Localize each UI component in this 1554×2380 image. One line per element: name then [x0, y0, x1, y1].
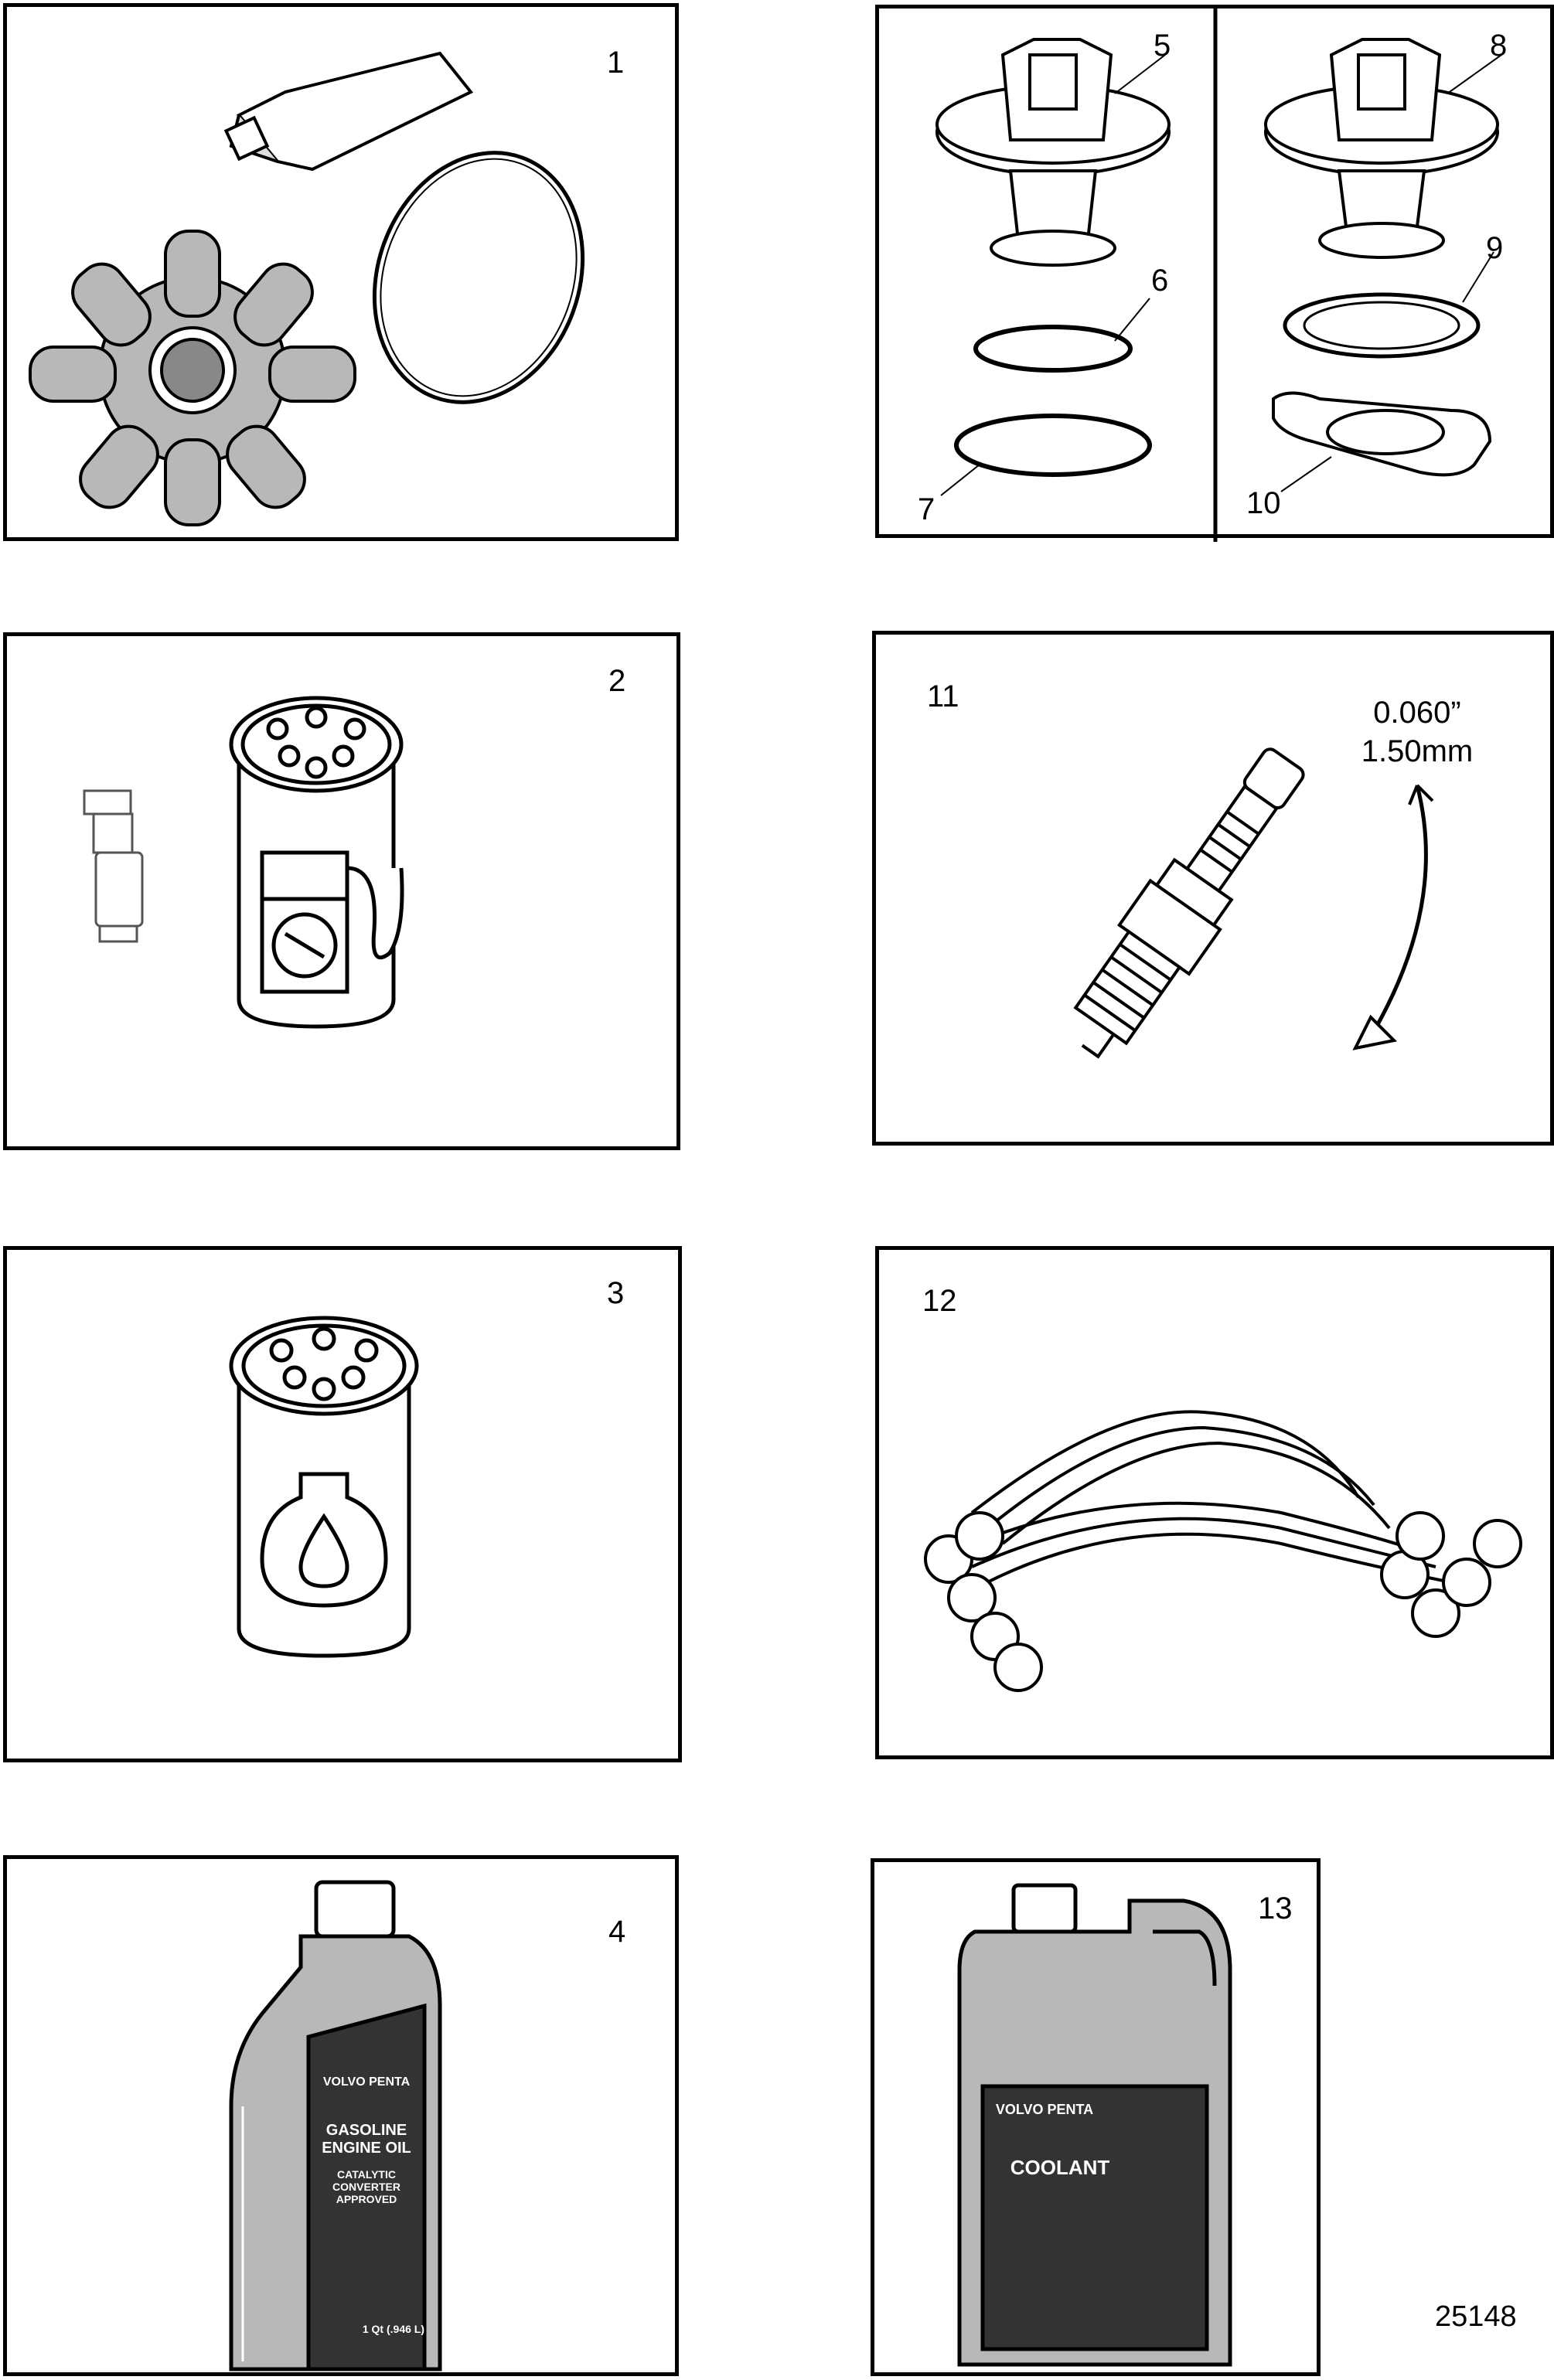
item-number-11: 11 [927, 679, 959, 713]
spark-plug-icon [1073, 747, 1305, 1059]
plug-wires-illustration [924, 1410, 1522, 1692]
engine-oil-bottle-illustration [229, 1880, 442, 2371]
item-number-13: 13 [1258, 1891, 1293, 1925]
gasket-icon [973, 325, 1133, 373]
coolant-jug-illustration [957, 1883, 1232, 2367]
item-number-2: 2 [608, 664, 626, 698]
oil-bottle-icon [229, 1880, 442, 2371]
item-number-1: 1 [607, 46, 625, 80]
thermostat-illustration [935, 9, 1502, 542]
item-number-4: 4 [608, 1915, 626, 1949]
oil-bottle-brand: VOLVO PENTA [322, 2075, 411, 2089]
panel-plug-wires: 12 [875, 1246, 1554, 1759]
figure-reference-number: 25148 [1435, 2300, 1517, 2333]
panel-fuel-filter: 2 [3, 632, 680, 1150]
impeller-icon [29, 230, 356, 526]
oil-bottle-note: CATALYTIC CONVERTER APPROVED [332, 2168, 400, 2205]
panel-spark-plug: 11 0.060” 1.50mm [872, 631, 1554, 1146]
grease-tube-icon [223, 51, 474, 172]
fuel-pump-icon [83, 789, 144, 943]
oil-filter-icon [229, 1316, 419, 1658]
thermostat-icon [935, 38, 1171, 267]
wire-boot-icon [924, 1511, 1522, 1692]
panel-engine-oil: 4 VOLVO PENTA GASOLINE ENGINE OIL CATALY… [3, 1855, 679, 2376]
oil-bottle-volume: 1 Qt (.946 L) [362, 2323, 424, 2335]
fuel-filter-icon [229, 696, 404, 1029]
seal-icon [1283, 292, 1481, 359]
gap-inches: 0.060” [1373, 696, 1461, 730]
o-ring-icon [954, 414, 1152, 477]
item-number-9: 9 [1486, 231, 1504, 265]
item-number-12: 12 [922, 1284, 957, 1318]
panel-impeller-kit: 1 [3, 3, 679, 541]
coolant-jug-icon [957, 1883, 1232, 2367]
o-ring-icon [372, 151, 585, 404]
item-number-10: 10 [1246, 486, 1281, 520]
panel-coolant: 13 VOLVO PENTA COOLANT [871, 1858, 1321, 2376]
fuel-filter-illustration [83, 696, 404, 1029]
item-number-8: 8 [1490, 29, 1508, 63]
spark-plug-gap-spec: 0.060” 1.50mm [1340, 693, 1494, 771]
coolant-jug-product: COOLANT [1010, 2156, 1110, 2179]
panel-oil-filter: 3 [3, 1246, 682, 1762]
thermostat-icon [1264, 38, 1499, 259]
oil-filter-illustration [229, 1316, 419, 1658]
oil-bottle-product: GASOLINE ENGINE OIL [322, 2122, 411, 2157]
coolant-jug-brand: VOLVO PENTA [995, 2102, 1094, 2117]
spark-plug-illustration [1073, 747, 1434, 1059]
panel-thermostat-kits: 5 6 7 8 9 10 [875, 5, 1554, 542]
item-number-6: 6 [1151, 264, 1169, 298]
impeller-kit-illustration [29, 51, 585, 526]
gap-millimeters: 1.50mm [1361, 734, 1474, 768]
gap-arrow-icon [1368, 785, 1428, 1038]
item-number-3: 3 [607, 1276, 625, 1310]
item-number-7: 7 [918, 492, 935, 526]
item-number-5: 5 [1154, 29, 1171, 63]
ignition-wires-icon [956, 1410, 1452, 1584]
